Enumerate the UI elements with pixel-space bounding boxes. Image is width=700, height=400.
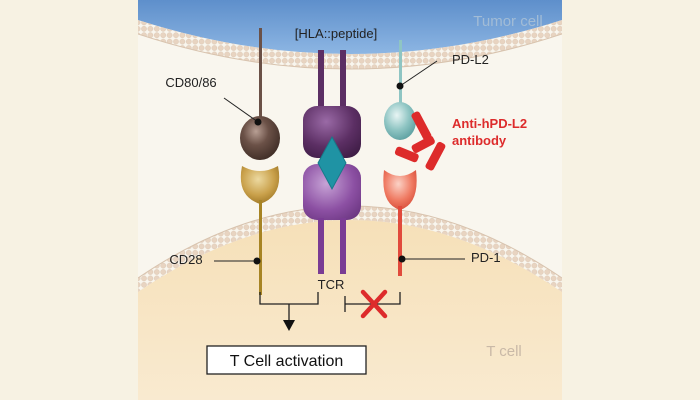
activation-box: T Cell activation [206, 345, 367, 375]
antibody-label-line2: antibody [452, 133, 507, 148]
cd28-pointer [214, 257, 261, 265]
arrow-down-icon [283, 320, 295, 331]
pd-l2-label: PD-L2 [452, 52, 489, 67]
cd80-86-label: CD80/86 [165, 75, 216, 90]
tcr-label: TCR [318, 277, 345, 292]
anti-pd-l2-antibody [394, 111, 446, 171]
cd28-label: CD28 [169, 252, 202, 267]
peptide-diamond [317, 135, 347, 191]
tumor-cell-label: Tumor cell [473, 13, 542, 30]
tumor-cell [138, 0, 562, 70]
activation-bracket [259, 292, 319, 322]
pd-l2-pointer [396, 60, 438, 90]
t-cell-label: T cell [486, 343, 522, 360]
cd80-86-molecule [240, 28, 280, 160]
pd-1-label: PD-1 [471, 250, 501, 265]
cd28-molecule [240, 166, 280, 295]
antibody-label-line1: Anti-hPD-L2 [452, 116, 527, 131]
pd-1-molecule [383, 170, 417, 276]
cd80-86-pointer [223, 97, 262, 126]
inhibition-bracket [344, 292, 401, 312]
hla-peptide-label: [HLA::peptide] [295, 26, 377, 41]
tcr-molecule [303, 164, 361, 274]
pd-1-pointer [398, 255, 465, 263]
x-mark-icon [360, 289, 388, 319]
pd-l2-molecule [384, 40, 416, 140]
hla-molecule [303, 50, 361, 158]
activation-label: T Cell activation [230, 353, 344, 370]
